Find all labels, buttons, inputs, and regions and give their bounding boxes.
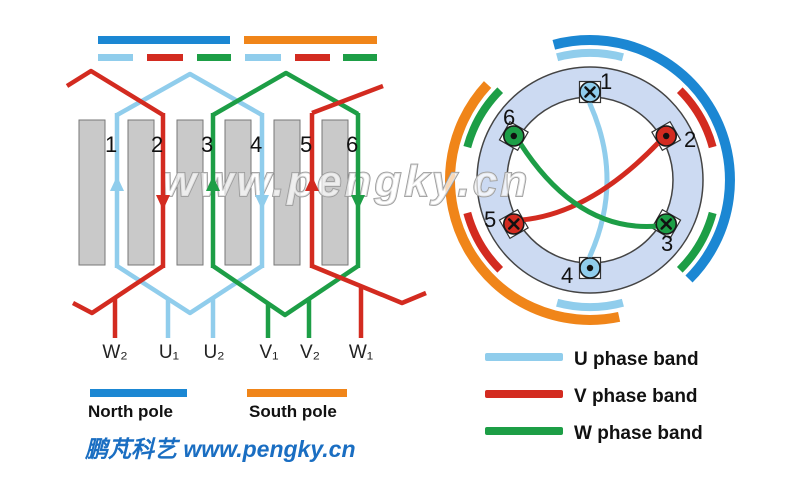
- dot-icon: [510, 132, 517, 140]
- slot-number-label: 4: [250, 132, 262, 157]
- watermark-text: www.pengky.cn: [162, 157, 530, 206]
- terminal-label: U₁: [159, 342, 179, 363]
- south-pole-arc: [445, 81, 621, 325]
- v-end-turn-top-left: [65, 68, 165, 117]
- cross-icon: [507, 218, 520, 230]
- north-pole-swatch: [90, 389, 187, 397]
- south-pole-top-bar: [244, 36, 377, 44]
- arrow-down-icon: [255, 195, 269, 210]
- v-phase-band-arc-slot5: [463, 211, 504, 273]
- north-pole-top-bar: [98, 36, 230, 44]
- cross-icon: [660, 218, 673, 230]
- terminal-label: W₂: [102, 342, 127, 363]
- v-end-turn-top-right: [311, 83, 384, 116]
- slot-number-label: 6: [503, 105, 515, 130]
- south-pole-swatch: [247, 389, 347, 397]
- slot-number-label: 5: [484, 207, 496, 232]
- stator-slot-bar: [321, 119, 349, 266]
- w-phase-band-segment: [197, 54, 231, 61]
- arrow-down-icon: [156, 195, 170, 210]
- south-pole-label: South pole: [249, 402, 337, 421]
- v-end-turn-bottom-right: [311, 263, 427, 306]
- stator-slot-bar: [78, 119, 106, 266]
- stator-slot-bar: [273, 119, 301, 266]
- v-phase-swatch: [485, 390, 563, 398]
- slot-number-label: 2: [151, 132, 163, 157]
- slot-number-label: 2: [684, 127, 696, 152]
- w-end-turn-bottom: [211, 264, 360, 318]
- w-end-turn-top: [211, 70, 360, 117]
- phase-band-legend: U phase band V phase band W phase band: [485, 349, 703, 444]
- stator-slot-bar: [224, 119, 252, 266]
- slot-number-label: 4: [561, 263, 573, 288]
- u-phase-swatch: [485, 353, 563, 361]
- left-windings: [65, 68, 427, 338]
- u-end-turn-top: [115, 71, 264, 117]
- w-phase-band-arc-slot3: [676, 211, 717, 273]
- v-phase-band-arc-slot2: [676, 87, 717, 149]
- arrow-up-icon: [110, 176, 124, 191]
- terminal-label: V₂: [300, 342, 320, 363]
- u-phase-connection: [587, 101, 610, 259]
- arrow-up-icon: [305, 176, 319, 191]
- u-phase-band-segment: [98, 54, 133, 61]
- left-slot-numbers: 1 2 3 4 5 6: [105, 132, 358, 157]
- v-phase-band-segment: [147, 54, 183, 61]
- v-phase-band-segment: [295, 54, 330, 61]
- cross-icon: [584, 86, 596, 98]
- slot-number-label: 3: [201, 132, 213, 157]
- north-pole-label: North pole: [88, 402, 173, 421]
- north-pole-arc: [552, 35, 735, 283]
- v-end-turn-bottom-left: [71, 264, 165, 316]
- stator-slot-bar: [127, 119, 155, 266]
- arrow-down-icon: [351, 195, 365, 210]
- slot-number-label: 1: [105, 132, 117, 157]
- slot-markers: [502, 81, 678, 279]
- stator-slot-bar: [176, 119, 204, 266]
- phase-connections: [517, 101, 662, 259]
- u-phase-band-arc-slot1: [556, 48, 624, 62]
- v-phase-label: V phase band: [574, 386, 698, 407]
- left-pole-bars-top: [98, 36, 377, 61]
- stator-ring-inner: [506, 96, 674, 264]
- brand-footer-text: 鹏芃科艺 www.pengky.cn: [84, 436, 356, 462]
- dot-icon: [663, 132, 670, 140]
- dot-icon: [586, 264, 594, 272]
- terminal-label: V₁: [259, 342, 278, 363]
- right-slot-numbers: 1 2 3 4 5 6: [484, 69, 696, 288]
- u-phase-label: U phase band: [574, 349, 699, 370]
- u-phase-band-arc-slot4: [556, 298, 624, 312]
- terminal-label: U₂: [203, 342, 224, 363]
- w-phase-swatch: [485, 427, 563, 435]
- u-end-turn-bottom: [115, 264, 264, 316]
- slot-number-label: 6: [346, 132, 358, 157]
- slot-number-label: 5: [300, 132, 312, 157]
- w-phase-label: W phase band: [574, 423, 703, 444]
- slot-number-label: 1: [600, 69, 612, 94]
- terminal-labels: W₂ U₁ U₂ V₁ V₂ W₁: [102, 342, 373, 363]
- arrow-up-icon: [206, 176, 220, 191]
- v-phase-connection: [518, 139, 662, 223]
- w-phase-band-segment: [343, 54, 377, 61]
- u-phase-band-segment: [245, 54, 281, 61]
- pole-legend: North pole South pole: [88, 389, 347, 421]
- slot-number-label: 3: [661, 231, 673, 256]
- w-phase-connection: [517, 140, 661, 230]
- terminal-label: W₁: [349, 342, 373, 363]
- stator-slot-bars: [78, 119, 349, 266]
- stator-ring-base: [445, 35, 735, 325]
- w-phase-band-arc-slot6: [463, 87, 504, 149]
